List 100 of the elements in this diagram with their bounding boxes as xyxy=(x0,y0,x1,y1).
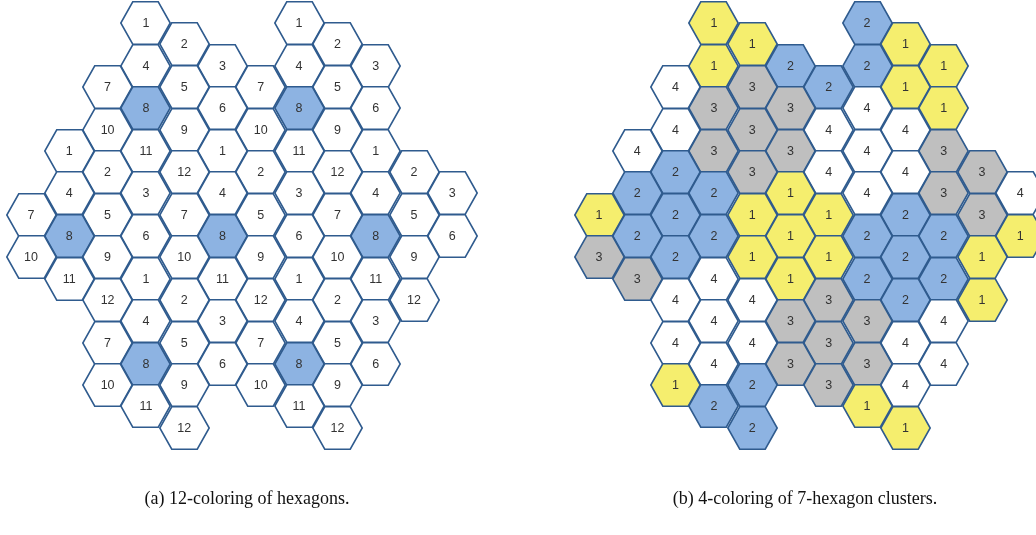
hexagon-tile: 1 xyxy=(879,64,931,109)
hexagon-tile: 1 xyxy=(273,1,325,45)
hexagon-tile: 4 xyxy=(688,299,740,344)
hexagon-tile: 6 xyxy=(120,214,172,258)
hexagon-tile: 1 xyxy=(43,128,95,173)
hexagon-tile: 10 xyxy=(82,363,134,408)
hexagon-tile: 3 xyxy=(611,256,663,301)
hexagon-tile: 4 xyxy=(43,171,95,216)
hexagon-tile: 3 xyxy=(688,86,740,131)
hexagon-tile: 9 xyxy=(388,235,440,280)
hexagon-tile: 6 xyxy=(197,86,248,131)
hexagon-tile: 5 xyxy=(235,192,287,237)
hexagon-tile: 9 xyxy=(311,107,363,152)
hexagon-tile: 1 xyxy=(765,214,816,258)
hexagon-tile: 10 xyxy=(158,235,210,280)
hexagon-tile: 4 xyxy=(611,128,663,173)
hexagon-tile: 2 xyxy=(650,235,702,280)
hexagon-tile: 4 xyxy=(120,43,172,88)
hexagon-tile: 2 xyxy=(158,277,210,322)
hexagon-tile: 2 xyxy=(158,22,210,67)
hexagon-tile: 5 xyxy=(311,320,363,365)
hexagon-tile: 1 xyxy=(688,43,740,88)
hexagon-tile: 2 xyxy=(611,214,663,258)
hexagon-tile: 8 xyxy=(273,86,325,131)
hexagon-tile: 4 xyxy=(879,150,931,195)
hexagon-tile: 1 xyxy=(726,22,778,67)
hexagon-tile: 4 xyxy=(841,86,893,131)
hexagon-tile: 9 xyxy=(158,363,210,408)
hexagon-tile: 6 xyxy=(350,341,402,386)
hexagon-tile: 3 xyxy=(841,341,893,386)
hexagon-tile: 2 xyxy=(650,192,702,237)
hexagon-tile: 4 xyxy=(650,277,702,322)
hexagon-tile: 1 xyxy=(765,171,816,216)
hexagon-tile: 2 xyxy=(688,171,740,216)
hexagon-tile: 5 xyxy=(158,64,210,109)
hexagon-tile: 3 xyxy=(841,299,893,344)
hexagon-tile: 4 xyxy=(879,363,931,408)
hexagon-tile: 3 xyxy=(726,64,778,109)
hexagon-tile: 2 xyxy=(726,363,778,408)
hexagon-tile: 3 xyxy=(956,150,1008,195)
hexagon-tile: 11 xyxy=(273,384,325,429)
hexagon-tile: 2 xyxy=(918,214,970,258)
hexagon-tile: 8 xyxy=(273,341,325,386)
hexagon-tile: 2 xyxy=(388,150,440,195)
hexagon-tile: 3 xyxy=(765,86,816,131)
hexagon-tile: 3 xyxy=(803,277,855,322)
hexagon-tile: 2 xyxy=(235,150,287,195)
hexagon-tile: 7 xyxy=(82,320,134,365)
hexagon-tile: 4 xyxy=(918,299,970,344)
hexagon-tile: 3 xyxy=(726,150,778,195)
hexagon-tile: 3 xyxy=(918,128,970,173)
hexagon-tile: 4 xyxy=(197,171,248,216)
hexagon-tile: 4 xyxy=(273,43,325,88)
hexagon-tile: 2 xyxy=(803,64,855,109)
hexagon-tile: 5 xyxy=(388,192,440,237)
hexagon-tile: 5 xyxy=(158,320,210,365)
hexagon-tile: 1 xyxy=(879,405,931,450)
hexagon-tile: 3 xyxy=(688,128,740,173)
hexagon-tile: 6 xyxy=(426,214,478,258)
hexagon-tile: 3 xyxy=(573,235,625,280)
hexagon-tile: 4 xyxy=(650,107,702,152)
hexagon-tile: 2 xyxy=(688,214,740,258)
hexagon-tile: 2 xyxy=(918,256,970,301)
hexagon-tile: 4 xyxy=(273,299,325,344)
hexagon-tile: 3 xyxy=(726,107,778,152)
hexagon-tile: 6 xyxy=(197,341,248,386)
hexagon-tile: 8 xyxy=(197,214,248,258)
figure-caption: (b) 4-coloring of 7-hexagon clusters. xyxy=(672,488,938,509)
hexagon-tile: 1 xyxy=(350,128,402,173)
hexagon-tile: 2 xyxy=(688,384,740,429)
hexagon-tile: 4 xyxy=(120,299,172,344)
hexagon-tile: 2 xyxy=(311,22,363,67)
hexagon-tile: 1 xyxy=(573,192,625,237)
hexagon-tile: 8 xyxy=(120,86,172,131)
hexagon-tile: 1 xyxy=(765,256,816,301)
hexagon-tile: 1 xyxy=(120,256,172,301)
hexagon-tile: 2 xyxy=(311,277,363,322)
hexagon-tile: 3 xyxy=(120,171,172,216)
hexagon-tile: 4 xyxy=(726,320,778,365)
hexagon-tile: 3 xyxy=(803,363,855,408)
hexagon-tile: 1 xyxy=(688,1,740,45)
hexagon-tile: 3 xyxy=(273,171,325,216)
hexagon-tile: 4 xyxy=(879,320,931,365)
hexagon-tile: 4 xyxy=(994,171,1036,216)
hexagon-tile: 3 xyxy=(350,299,402,344)
hexagon-tile: 2 xyxy=(841,43,893,88)
hexagon-tile: 11 xyxy=(120,384,172,429)
hexagon-tile: 4 xyxy=(650,64,702,109)
hexagon-tile: 3 xyxy=(197,43,248,88)
hexagon-tile: 2 xyxy=(879,192,931,237)
hexagon-tile: 2 xyxy=(611,171,663,216)
hexagon-tile: 4 xyxy=(879,107,931,152)
hexagon-tile: 11 xyxy=(120,128,172,173)
hexagon-tile: 1 xyxy=(956,277,1008,322)
hexagon-tile: 2 xyxy=(841,1,893,45)
hexagon-tile: 10 xyxy=(235,107,287,152)
hexagon-tile: 9 xyxy=(158,107,210,152)
hexagon-tile: 8 xyxy=(120,341,172,386)
hexagon-tile: 1 xyxy=(918,43,970,88)
hexagon-tile: 9 xyxy=(235,235,287,280)
